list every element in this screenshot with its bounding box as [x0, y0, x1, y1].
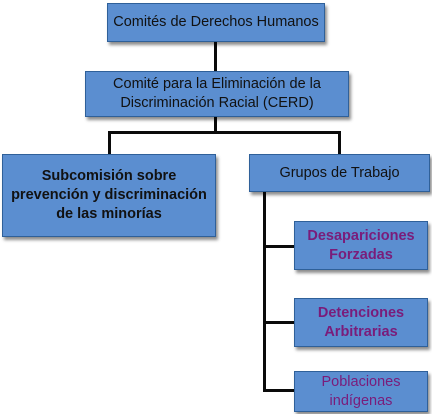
connector-grupos-detenciones: [263, 321, 294, 324]
node-label: Comité para la Eliminación de la Discrim…: [113, 76, 321, 111]
node-label: Poblaciones indígenas: [321, 373, 401, 409]
node-subcomision: Subcomisión sobre prevención y discrimin…: [2, 154, 216, 237]
node-label: Desapariciones Forzadas: [307, 227, 415, 263]
node-detenciones-arbitrarias: Detenciones Arbitrarias: [294, 298, 428, 347]
connector-grupos-poblaciones: [263, 389, 294, 392]
node-label: Comités de Derechos Humanos: [113, 14, 319, 30]
connector-branch-horizontal: [108, 131, 341, 134]
node-label: Subcomisión sobre prevención y discrimin…: [11, 168, 207, 222]
connector-branch-subcomision: [108, 131, 111, 154]
node-comites-derechos-humanos: Comités de Derechos Humanos: [107, 3, 325, 42]
node-grupos-de-trabajo: Grupos de Trabajo: [249, 154, 430, 192]
node-label: Grupos de Trabajo: [279, 164, 400, 181]
connector-grupos-vertical: [263, 192, 266, 392]
node-label: Detenciones Arbitrarias: [317, 304, 405, 340]
connector-grupos-desapariciones: [263, 245, 294, 248]
connector-root-cerd: [214, 42, 217, 71]
connector-cerd-trunk: [214, 117, 217, 134]
node-cerd: Comité para la Eliminación de la Discrim…: [85, 71, 349, 117]
connector-branch-grupos: [338, 131, 341, 154]
node-desapariciones-forzadas: Desapariciones Forzadas: [294, 221, 428, 270]
node-poblaciones-indigenas: Poblaciones indígenas: [294, 371, 428, 412]
